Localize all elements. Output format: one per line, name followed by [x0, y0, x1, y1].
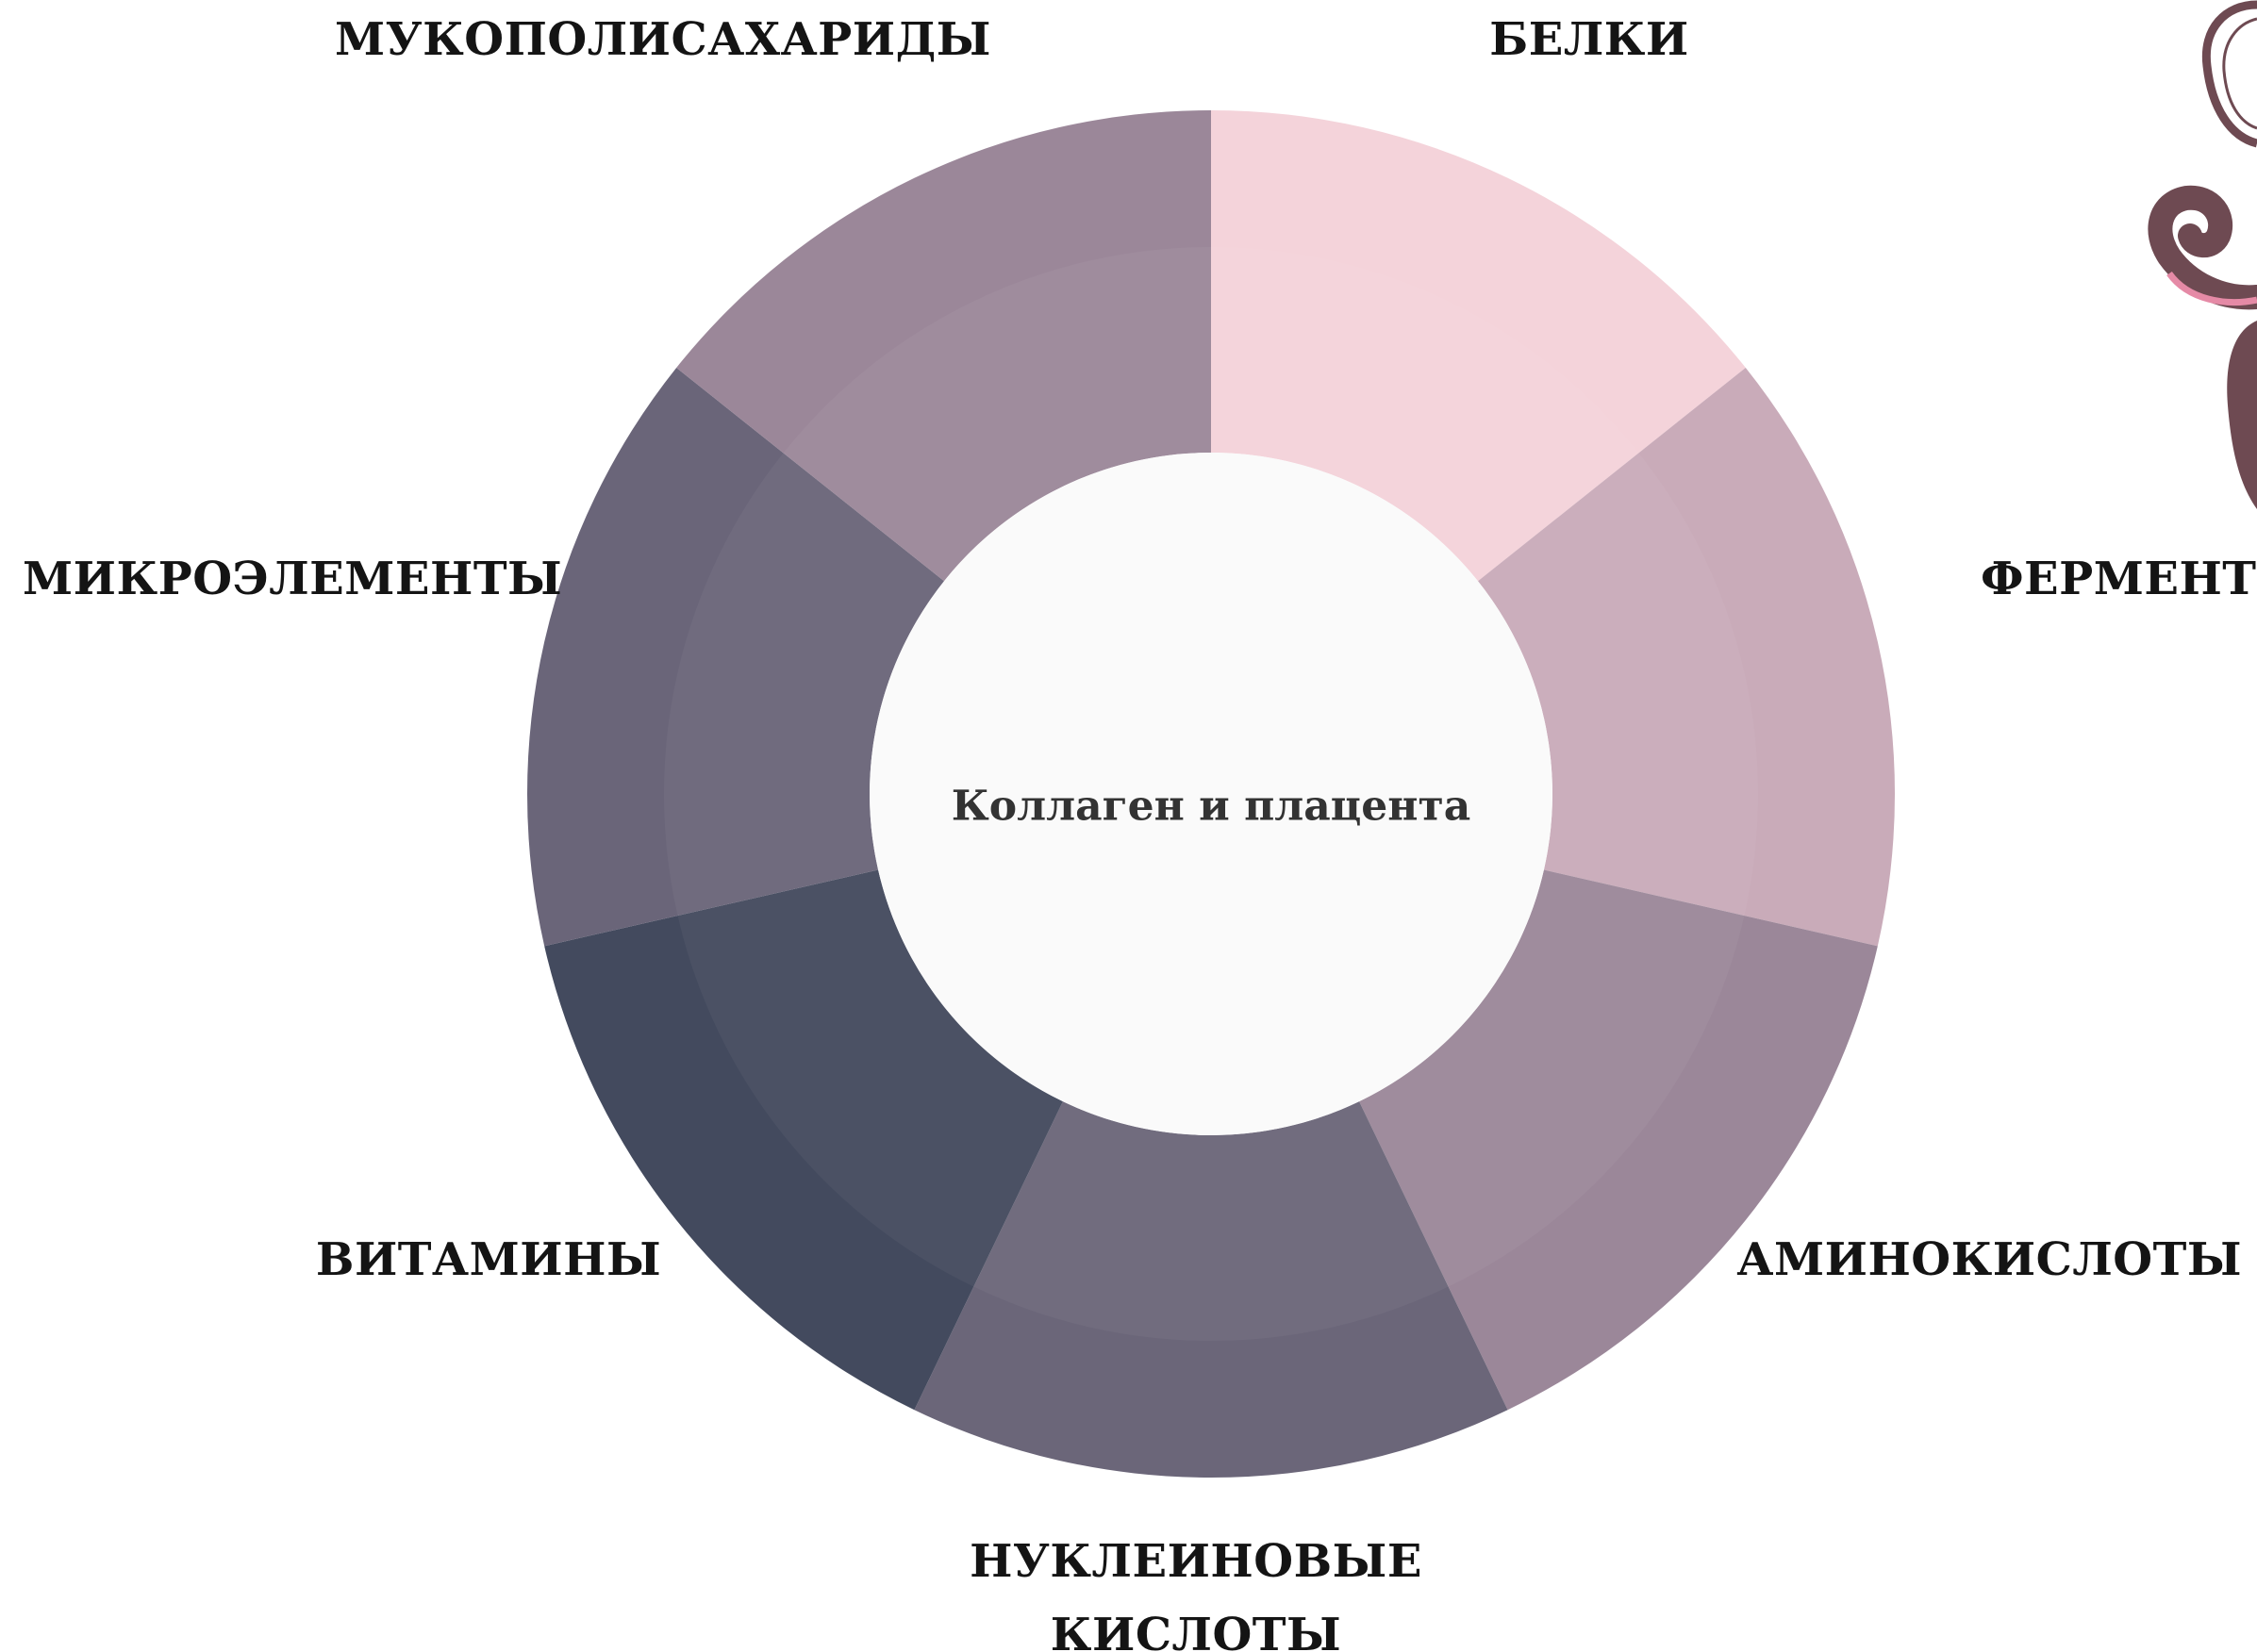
segment-label-3: АМИНОКИСЛОТЫ: [1736, 1237, 2242, 1282]
wheel-segment-inner-band-2: [1478, 453, 1758, 917]
wheel-segment-2: [1478, 367, 1895, 947]
wheel-segment-inner-band-7: [783, 247, 1211, 582]
segment-label-2: ФЕРМЕНТЫ: [1981, 556, 2257, 602]
segment-label-line: НУКЛЕИНОВЫЕ: [970, 1535, 1422, 1588]
wheel-segment-4: [914, 1101, 1508, 1478]
wheel-segment-5: [544, 869, 1063, 1411]
wheel-segment-inner-band-6: [664, 453, 944, 917]
wheel-segment-inner-band-1: [1211, 247, 1639, 582]
wheel-segment-6: [527, 367, 944, 947]
wheel-segment-3: [1359, 869, 1878, 1411]
segment-label-7: МУКОПОЛИСАХАРИДЫ: [335, 17, 991, 62]
segment-label-line: АМИНОКИСЛОТЫ: [1736, 1233, 2242, 1286]
wheel-segment-inner-band-5: [677, 869, 1063, 1287]
segment-label-5: ВИТАМИНЫ: [316, 1237, 661, 1282]
wheel-segment-1: [1211, 110, 1746, 582]
segment-label-line: БЕЛКИ: [1489, 13, 1689, 66]
segment-label-line: ФЕРМЕНТЫ: [1981, 553, 2257, 605]
segment-label-line: КИСЛОТЫ: [1050, 1609, 1342, 1652]
segment-label-1: БЕЛКИ: [1489, 17, 1689, 62]
segment-label-6: МИКРОЭЛЕМЕНТЫ: [23, 556, 562, 602]
center-circle: [870, 453, 1552, 1135]
segment-label-line: МУКОПОЛИСАХАРИДЫ: [335, 13, 991, 66]
wheel-segment-inner-band-3: [1359, 869, 1745, 1287]
segment-label-line: МИКРОЭЛЕМЕНТЫ: [23, 553, 563, 605]
segment-label-line: ВИТАМИНЫ: [315, 1233, 662, 1286]
wheel-segment-7: [676, 110, 1211, 582]
wheel-segment-inner-band-4: [973, 1101, 1449, 1341]
center-label: Коллаген и плацента: [951, 782, 1471, 831]
